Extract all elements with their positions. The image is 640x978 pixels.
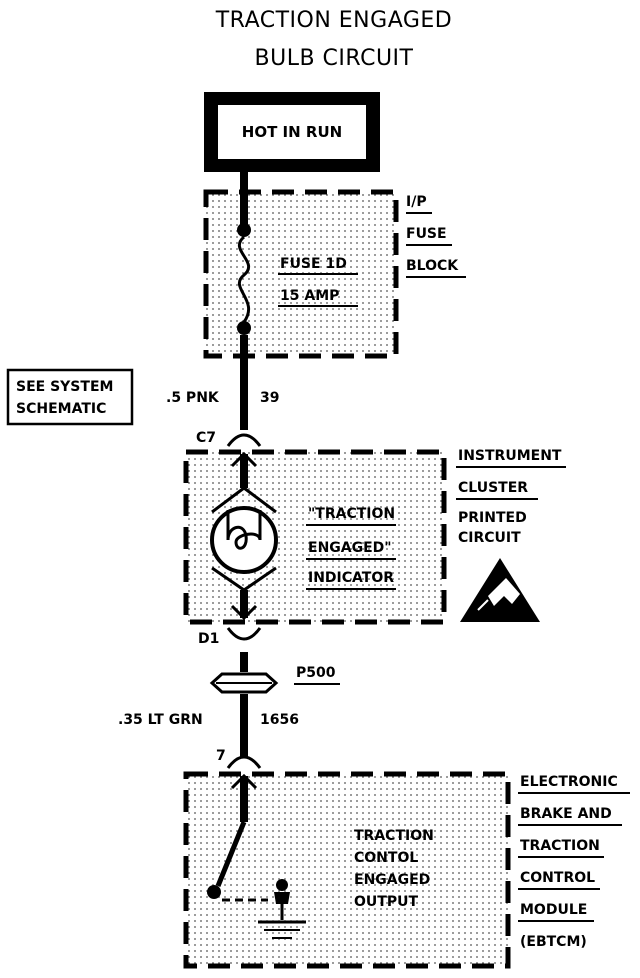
esd-warning-icon [460,558,540,622]
wire2-circuit: 1656 [260,712,299,728]
output-line-2: CONTOL [354,850,418,866]
fuse-terminal-bottom [237,321,251,335]
wire2-gauge-color: .35 LT GRN [118,712,203,728]
title-line-1: TRACTION ENGAGED [215,8,453,33]
connector-7 [226,755,262,769]
fuse-rating: 15 AMP [280,288,339,304]
output-line-3: ENGAGED [354,872,430,888]
hot-in-run-box: HOT IN RUN [204,92,380,172]
ebtcm-label-3: TRACTION [520,838,600,854]
connector-7-label: 7 [216,748,226,764]
fuse-block-label-2: FUSE [406,226,447,242]
splice-label: P500 [296,665,336,681]
indicator-line-1: "TRACTION [308,506,395,522]
see-system-schematic-box: SEE SYSTEM SCHEMATIC [6,368,134,426]
connector-c7-label: C7 [196,430,216,446]
fuse-block-label-1: I/P [406,194,427,210]
output-line-4: OUTPUT [354,894,418,910]
ebtcm-label-5: MODULE [520,902,587,918]
ebtcm-label-1: ELECTRONIC [520,774,618,790]
title-line-2: BULB CIRCUIT [255,46,414,71]
bulb-icon [210,506,278,574]
fuse-element [237,235,251,323]
fuse-block-label-3: BLOCK [406,258,459,274]
connector-c7 [226,433,262,447]
fuse-name: FUSE 1D [280,256,347,272]
see-schematic-line-1: SEE SYSTEM [16,379,113,395]
output-line-1: TRACTION [354,828,434,844]
cluster-label-3: PRINTED [458,510,527,526]
connector-d1 [226,627,262,641]
cluster-label-4: CIRCUIT [458,530,521,546]
ebtcm-label-2: BRAKE AND [520,806,612,822]
fuse-terminal-top [237,223,251,237]
output-switch [215,821,247,887]
see-schematic-line-2: SCHEMATIC [16,401,106,417]
hot-in-run-label: HOT IN RUN [242,123,342,141]
wire1-gauge-color: .5 PNK [166,390,220,406]
cluster-label-2: CLUSTER [458,480,528,496]
splice-p500 [209,672,279,694]
ebtcm-label-6: (EBTCM) [520,934,587,950]
wire1-circuit: 39 [260,390,279,406]
indicator-line-2: ENGAGED" [308,540,392,556]
ebtcm-box [183,771,511,969]
indicator-line-3: INDICATOR [308,570,394,586]
ground-icon [258,879,306,939]
cluster-label-1: INSTRUMENT [458,448,562,464]
ebtcm-label-4: CONTROL [520,870,595,886]
connector-d1-label: D1 [198,631,219,647]
